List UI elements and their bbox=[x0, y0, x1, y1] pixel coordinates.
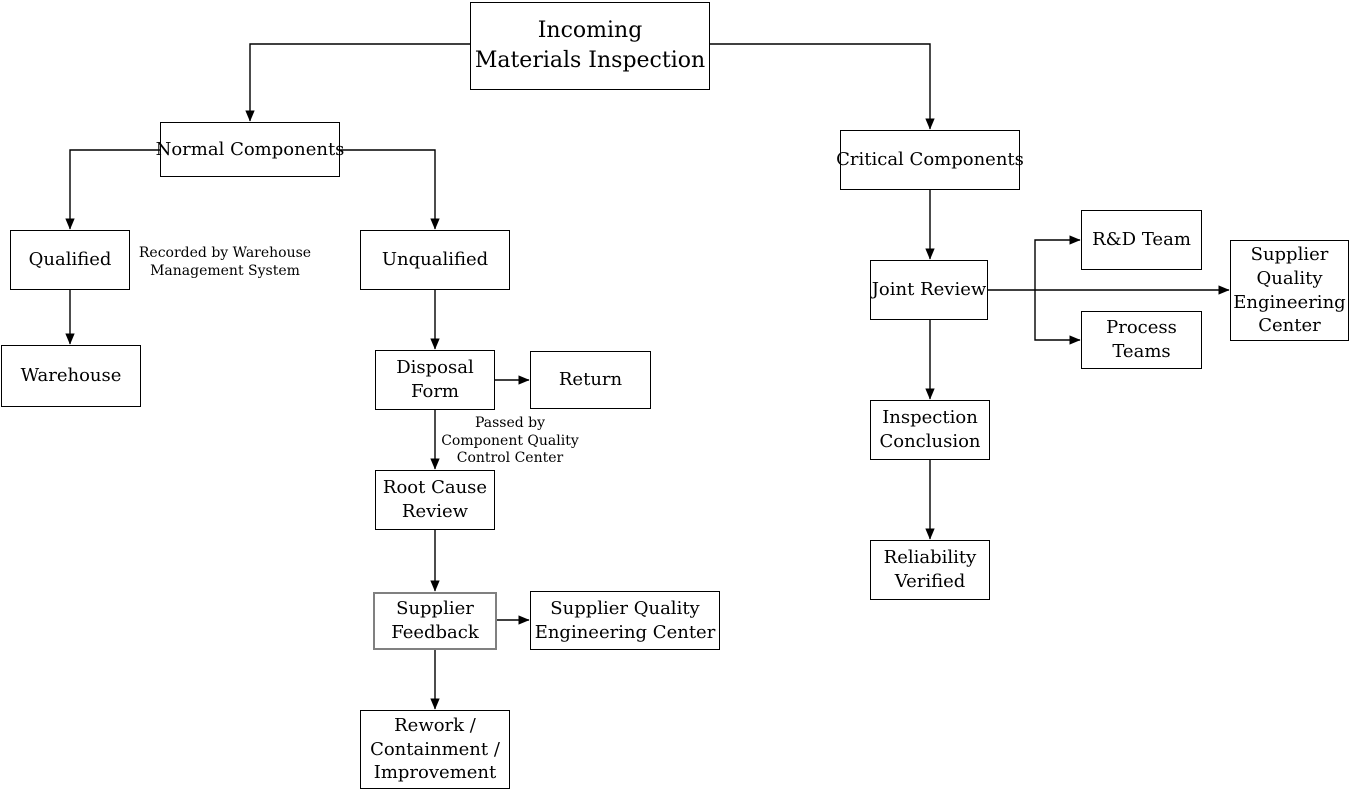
node-critical-components: Critical Components bbox=[836, 130, 1024, 190]
edge-label-recorded-by-warehouse-management-system: Recorded by Warehouse Management System bbox=[138, 245, 312, 279]
node-supplier-feedback: Supplier Feedback bbox=[373, 592, 497, 650]
node-inspection-conclusion: Inspection Conclusion bbox=[870, 400, 990, 460]
node-return: Return bbox=[530, 351, 651, 409]
edge-joint-review-to-rd-team bbox=[1034, 235, 1081, 290]
node-warehouse: Warehouse bbox=[1, 345, 141, 407]
node-qualified: Qualified bbox=[10, 230, 130, 290]
node-root-cause-review: Root Cause Review bbox=[375, 470, 495, 530]
node-disposal-form: Disposal Form bbox=[375, 350, 495, 410]
edge-label-passed-by-component-quality-control-center: Passed by Component Quality Control Cent… bbox=[441, 415, 579, 466]
node-incoming-materials-inspection: Incoming Materials Inspection bbox=[470, 2, 710, 90]
node-rework-containment-improvement: Rework / Containment / Improvement bbox=[360, 710, 510, 789]
node-joint-review: Joint Review bbox=[870, 260, 988, 320]
edge-normal-to-unqualified bbox=[340, 149, 440, 230]
edge-title-to-normal-components bbox=[245, 43, 470, 122]
node-rd-team: R&D Team bbox=[1081, 210, 1202, 270]
node-supplier-quality-engineering-center-right: Supplier Quality Engineering Center bbox=[1230, 240, 1349, 341]
edge-joint-review-to-process-teams bbox=[1034, 290, 1081, 345]
node-supplier-quality-engineering-center-left: Supplier Quality Engineering Center bbox=[530, 591, 720, 650]
edge-title-to-critical-components bbox=[710, 43, 935, 130]
node-unqualified: Unqualified bbox=[360, 230, 510, 290]
node-process-teams: Process Teams bbox=[1081, 311, 1202, 369]
edge-normal-to-qualified bbox=[65, 149, 160, 230]
node-reliability-verified: Reliability Verified bbox=[870, 540, 990, 600]
node-normal-components: Normal Components bbox=[156, 122, 344, 177]
